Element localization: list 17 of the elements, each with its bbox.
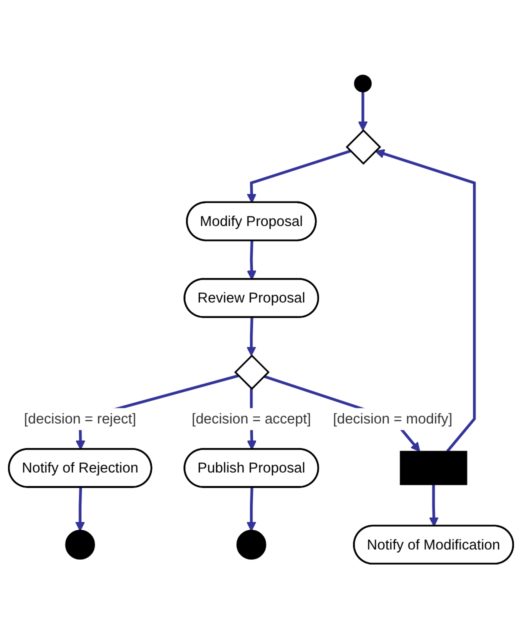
arrow (374, 149, 476, 452)
node-circle (354, 74, 372, 92)
arrow (75, 488, 85, 532)
node-diamond (234, 354, 270, 390)
node-circle (65, 530, 95, 560)
arrow (246, 150, 351, 204)
arrow (246, 318, 256, 356)
arrow (358, 92, 368, 131)
arrow (246, 488, 256, 532)
arrow (428, 484, 439, 527)
arrow (246, 240, 256, 280)
edge-label: [decision = modify] (333, 410, 452, 427)
edge-label: [decision = reject] (24, 410, 136, 427)
node-circle (236, 530, 266, 560)
node-bar (400, 450, 468, 486)
edge-label: [decision = accept] (192, 410, 311, 427)
node-diamond (346, 129, 382, 165)
